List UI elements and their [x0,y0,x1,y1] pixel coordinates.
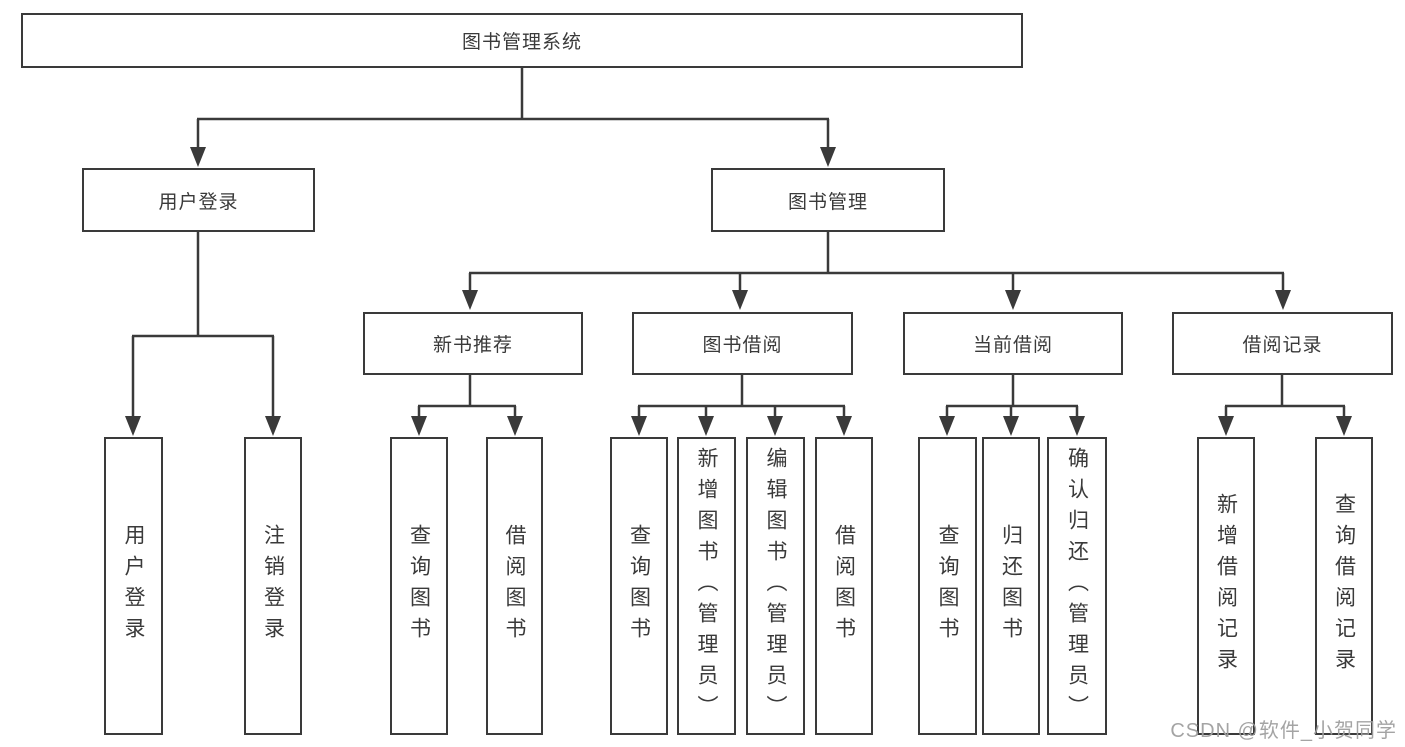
node-new-book-recommend: 新书推荐 [363,312,583,375]
arrow-cb-confirm-return [1069,416,1085,436]
arrow-rec-borrow-books [507,416,523,436]
node-book-borrow: 图书借阅 [632,312,853,375]
leaf-bb-edit-books: 编辑图书（管理员） [746,437,805,735]
node-book-management: 图书管理 [711,168,945,232]
node-user-login: 用户登录 [82,168,315,232]
arrow-borrow-records [1275,290,1291,310]
leaf-br-add-record-label: 新增借阅记录 [1214,493,1238,679]
arrow-bb-borrow-books [836,416,852,436]
csdn-watermark: CSDN @软件_小贺同学 [1170,720,1397,742]
arrow-book-management [820,147,836,167]
connector-book-management [468,232,1285,294]
arrow-cb-query-books [939,416,955,436]
arrow-bb-add-books [698,416,714,436]
arrow-leaf-user-login [125,416,141,436]
leaf-br-query-record-label: 查询借阅记录 [1332,493,1356,679]
leaf-bb-add-books-label: 新增图书（管理员） [695,446,718,726]
node-library-management-system: 图书管理系统 [21,13,1023,68]
arrow-br-add-record [1218,416,1234,436]
leaf-user-login: 用户登录 [104,437,163,735]
leaf-rec-borrow-books: 借阅图书 [486,437,543,735]
leaf-cb-return-books-label: 归还图书 [999,524,1023,648]
leaf-cb-query-books: 查询图书 [918,437,977,735]
arrow-bb-edit-books [767,416,783,436]
leaf-bb-borrow-books-label: 借阅图书 [832,524,856,648]
connector-book-borrow [637,375,846,420]
leaf-rec-query-books: 查询图书 [390,437,448,735]
leaf-br-query-record: 查询借阅记录 [1315,437,1373,735]
arrow-new-book-recommend [462,290,478,310]
arrow-current-borrow [1005,290,1021,310]
leaf-bb-add-books: 新增图书（管理员） [677,437,736,735]
leaf-cb-query-books-label: 查询图书 [936,524,959,648]
arrow-book-borrow [732,290,748,310]
leaf-logout: 注销登录 [244,437,302,735]
leaf-bb-query-books: 查询图书 [610,437,668,735]
connector-root [196,66,830,150]
leaf-cb-confirm-return-label: 确认归还（管理员） [1065,446,1089,726]
connector-new-book-recommend [417,375,517,420]
leaf-user-login-label: 用户登录 [122,524,145,648]
node-borrow-records: 借阅记录 [1172,312,1393,375]
leaf-br-add-record: 新增借阅记录 [1197,437,1255,735]
leaf-rec-query-books-label: 查询图书 [407,524,431,648]
leaf-logout-label: 注销登录 [261,524,285,648]
leaf-bb-edit-books-label: 编辑图书（管理员） [764,446,787,726]
leaf-cb-confirm-return: 确认归还（管理员） [1047,437,1107,735]
arrow-rec-query-books [411,416,427,436]
connector-borrow-records [1224,375,1346,420]
arrow-user-login [190,147,206,167]
connector-user-login [131,232,275,420]
leaf-rec-borrow-books-label: 借阅图书 [503,524,526,648]
arrow-leaf-logout [265,416,281,436]
leaf-bb-query-books-label: 查询图书 [627,524,651,648]
leaf-bb-borrow-books: 借阅图书 [815,437,873,735]
arrow-bb-query-books [631,416,647,436]
arrow-br-query-record [1336,416,1352,436]
leaf-cb-return-books: 归还图书 [982,437,1040,735]
node-current-borrow: 当前借阅 [903,312,1123,375]
arrow-cb-return-books [1003,416,1019,436]
connector-current-borrow [945,375,1079,420]
